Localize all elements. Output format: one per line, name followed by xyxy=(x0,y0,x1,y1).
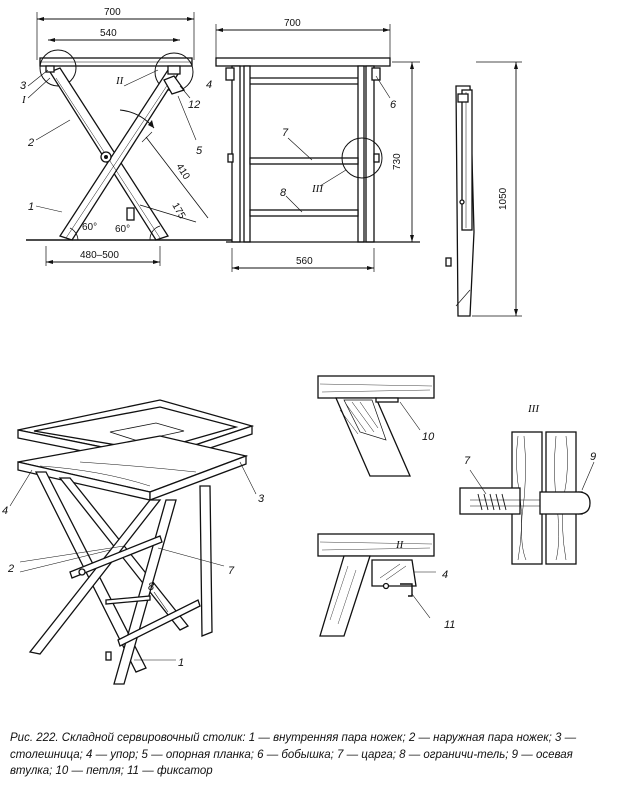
detail-III: III 7 9 xyxy=(459,403,596,565)
detail2-label-II: II xyxy=(395,539,405,551)
front-view: 700 730 560 xyxy=(215,18,420,272)
front-label-8: 8 xyxy=(280,187,287,199)
persp-label-8: 8 xyxy=(148,581,155,593)
detail3-label-9: 9 xyxy=(590,451,596,463)
perspective-view: 4 3 2 7 8 1 xyxy=(2,399,265,685)
persp-label-4: 4 xyxy=(2,505,8,517)
side-label-3: 3 xyxy=(20,80,27,92)
side-label-2: 2 xyxy=(27,137,34,149)
detail2-label-11: 11 xyxy=(444,619,455,631)
side-label-II: II xyxy=(115,75,125,87)
dim-side-base: 480–500 xyxy=(80,250,119,261)
figure-caption: Рис. 222. Складной сервировочный столик:… xyxy=(10,730,614,780)
dim-front-base: 560 xyxy=(296,256,313,267)
folded-view: 1050 xyxy=(445,61,522,317)
detail-I: 10 xyxy=(317,375,435,477)
front-label-6: 6 xyxy=(390,99,397,111)
side-label-I: I xyxy=(21,94,27,106)
persp-label-2: 2 xyxy=(7,563,14,575)
persp-label-7: 7 xyxy=(228,565,235,577)
side-label-1: 1 xyxy=(28,201,34,213)
dim-folded-height: 1050 xyxy=(498,187,509,210)
side-label-12: 12 xyxy=(188,99,200,111)
detail-II: II 4 11 xyxy=(317,533,455,637)
angle-right: 60° xyxy=(115,224,130,235)
detail2-label-4: 4 xyxy=(442,569,448,581)
dim-side-inner: 540 xyxy=(100,28,117,39)
front-label-III: III xyxy=(311,183,324,195)
caption-text: Рис. 222. Складной сервировочный столик:… xyxy=(10,732,577,778)
front-label-7: 7 xyxy=(282,127,289,139)
dim-front-top: 700 xyxy=(284,18,301,29)
side-label-4: 4 xyxy=(206,79,212,91)
persp-label-3: 3 xyxy=(258,493,265,505)
side-label-5: 5 xyxy=(196,145,203,157)
dim-side-410: 410 xyxy=(173,162,191,182)
angle-left: 60° xyxy=(82,222,97,233)
side-view: 700 540 410 175 xyxy=(20,7,232,266)
dim-front-height: 730 xyxy=(392,153,403,170)
detail1-label-10: 10 xyxy=(422,431,435,443)
detail3-label-7: 7 xyxy=(464,455,471,467)
persp-label-1: 1 xyxy=(178,657,184,669)
dim-side-total: 700 xyxy=(104,7,121,18)
detail3-title: III xyxy=(527,403,540,415)
